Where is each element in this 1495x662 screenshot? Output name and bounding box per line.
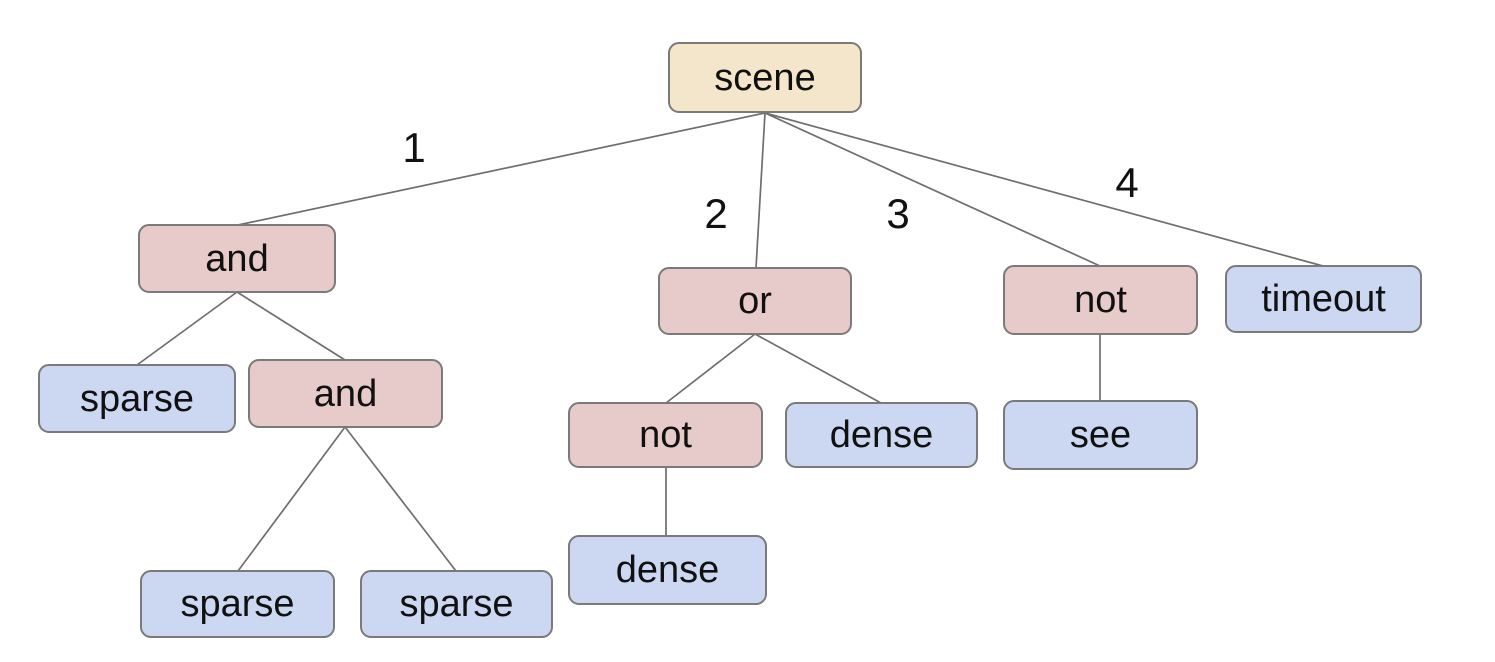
edge-scene-or	[755, 112, 766, 269]
node-dense-1: dense	[785, 402, 978, 468]
node-dense-1-label: dense	[829, 414, 934, 456]
edge-label-1: 1	[402, 124, 426, 171]
node-timeout-1: timeout	[1225, 265, 1422, 333]
edge-scene-timeout	[764, 112, 1324, 267]
node-see-1-label: see	[1069, 414, 1132, 456]
node-sparse-2-label: sparse	[180, 583, 295, 625]
node-scene: scene	[668, 42, 862, 113]
node-and-1: and	[138, 224, 336, 293]
node-not-1-label: not	[1074, 279, 1127, 321]
edge-and-and	[236, 291, 346, 361]
node-and-1-label: and	[205, 237, 269, 280]
edge-and2-sparse3	[344, 426, 457, 572]
node-not-2-label: not	[639, 414, 692, 456]
node-scene-label: scene	[714, 56, 816, 99]
node-see-1: see	[1003, 400, 1198, 470]
edge-label-2: 2	[704, 190, 728, 237]
node-sparse-3-label: sparse	[399, 583, 514, 625]
edge-label-4: 4	[1115, 159, 1139, 206]
node-or-1: or	[658, 267, 852, 335]
node-sparse-1-label: sparse	[79, 377, 195, 420]
node-and-2-label: and	[313, 372, 378, 415]
node-and-2: and	[248, 359, 443, 428]
node-timeout-1-label: timeout	[1261, 278, 1386, 320]
edge-scene-not	[764, 112, 1101, 267]
edge-scene-and	[237, 112, 766, 226]
edge-and-sparse	[136, 291, 238, 366]
node-not-2: not	[568, 402, 763, 468]
edge-or-not	[665, 333, 756, 404]
edge-label-3: 3	[886, 190, 910, 237]
node-dense-2-label: dense	[615, 549, 720, 591]
node-dense-2: dense	[568, 535, 767, 605]
edge-or-dense	[754, 333, 882, 404]
node-or-1-label: or	[738, 280, 772, 322]
node-not-1: not	[1003, 265, 1198, 335]
node-sparse-3: sparse	[360, 570, 553, 638]
node-sparse-2: sparse	[140, 570, 335, 638]
edge-and2-sparse2	[237, 426, 346, 572]
node-sparse-1: sparse	[38, 364, 236, 433]
